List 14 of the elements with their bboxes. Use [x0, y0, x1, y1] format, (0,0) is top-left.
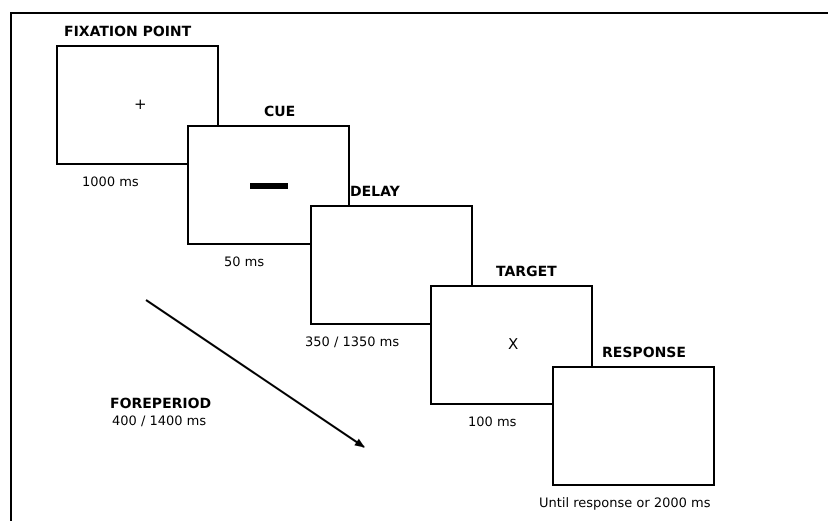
duration-label: 350 / 1350 ms — [305, 335, 400, 350]
stimulus-symbol: X — [508, 335, 518, 353]
screen-title: CUE — [264, 104, 296, 120]
duration-label: 1000 ms — [82, 175, 139, 190]
screen-title: DELAY — [350, 184, 400, 200]
period-title: FOREPERIOD — [110, 396, 212, 412]
period-duration: 400 / 1400 ms — [112, 414, 206, 429]
duration-label: 50 ms — [224, 255, 264, 270]
duration-label: Until response or 2000 ms — [539, 496, 710, 511]
screen-title: RESPONSE — [602, 345, 686, 361]
duration-label: 100 ms — [468, 415, 516, 430]
stimulus-symbol: + — [134, 95, 147, 113]
screen-title: TARGET — [496, 264, 557, 280]
screen-title: FIXATION POINT — [64, 24, 192, 40]
